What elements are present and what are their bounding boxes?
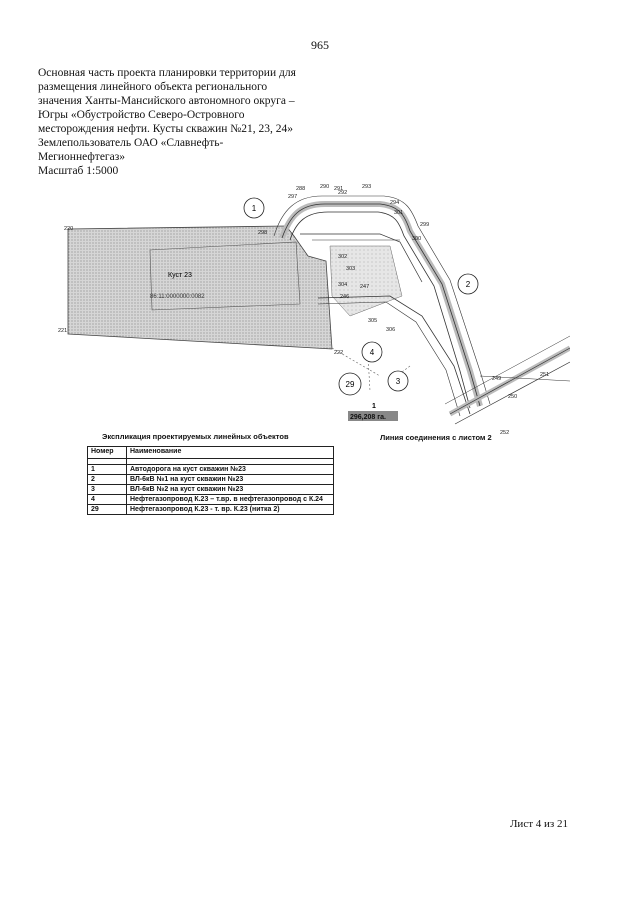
legend-row: 4 Нефтегазопровод К.23 – т.вр. в нефтега…	[87, 494, 334, 505]
point-label: 291	[334, 186, 343, 192]
area-value: 296,208 га.	[350, 414, 386, 421]
point-label: 299	[420, 222, 429, 228]
point-label: 297	[288, 194, 297, 200]
legend-name: ВЛ-6кВ №1 на куст скважин №23	[126, 474, 334, 485]
svg-text:4: 4	[370, 348, 375, 357]
sheet-link-caption: Линия соединения с листом 2	[380, 433, 492, 442]
legend-name: ВЛ-6кВ №2 на куст скважин №23	[126, 484, 334, 495]
legend-title: Экспликация проектируемых линейных объек…	[102, 432, 289, 441]
point-label: 290	[320, 184, 329, 190]
legend-number: 3	[87, 484, 127, 495]
legend-number: 29	[87, 504, 127, 515]
svg-text:29: 29	[346, 380, 355, 389]
point-label: 292	[338, 190, 347, 196]
legend-row: 1 Автодорога на куст скважин №23	[87, 464, 334, 475]
object-marker: 2	[457, 273, 479, 295]
legend-number: 2	[87, 474, 127, 485]
object-marker: 4	[361, 341, 383, 363]
legend-name: Автодорога на куст скважин №23	[126, 464, 334, 475]
header-line: Югры «Обустройство Северо-Островного	[38, 109, 245, 121]
point-label: 301	[394, 210, 403, 216]
point-label: 298	[258, 230, 267, 236]
site-label: Куст 23	[168, 272, 192, 279]
well-pad-area	[67, 225, 333, 350]
header-line: Основная часть проекта планировки террит…	[38, 67, 296, 79]
point-label: 306	[386, 327, 395, 333]
point-label: 305	[368, 318, 377, 324]
point-labels: 288 290 291 292 293 294 297 298 299 300 …	[58, 184, 549, 436]
point-label: 222	[334, 350, 343, 356]
point-label: 247	[360, 284, 369, 290]
point-label: 246	[340, 294, 349, 300]
point-label: 293	[362, 184, 371, 190]
column-header: Номер	[87, 446, 127, 459]
point-label: 304	[338, 282, 347, 288]
point-label: 302	[338, 254, 347, 260]
point-label: 249	[492, 376, 501, 382]
legend-header-row: Номер Наименование	[87, 446, 334, 459]
legend-table: Номер Наименование 1 Автодорога на куст …	[87, 446, 334, 515]
legend-name: Нефтегазопровод К.23 - т. вр. К.23 (нитк…	[126, 504, 334, 515]
legend-number: 4	[87, 494, 127, 505]
document-header: Основная часть проекта планировки террит…	[38, 66, 338, 178]
header-line: размещения линейного объекта регионально…	[38, 81, 268, 93]
page-number: 965	[311, 38, 329, 52]
point-label: 288	[296, 186, 305, 192]
cadastral-label: 86:11:0000000:0082	[150, 294, 205, 300]
point-label: 252	[500, 430, 509, 436]
header-line: месторождения нефти. Кусты скважин №21, …	[38, 123, 293, 135]
object-marker: 3	[387, 370, 409, 392]
site-plan-drawing: 1 2 3 4 29 Куст 23 86:11:0000000:0082 1 …	[58, 184, 570, 436]
point-label: 220	[64, 226, 73, 232]
point-label: 303	[346, 266, 355, 272]
point-label: 251	[540, 372, 549, 378]
legend-row: 2 ВЛ-6кВ №1 на куст скважин №23	[87, 474, 334, 485]
svg-text:3: 3	[396, 377, 401, 386]
legend-row: 29 Нефтегазопровод К.23 - т. вр. К.23 (н…	[87, 504, 334, 515]
scale-line: Масштаб 1:5000	[38, 165, 119, 177]
legend-row: 3 ВЛ-6кВ №2 на куст скважин №23	[87, 484, 334, 495]
column-header: Наименование	[126, 446, 334, 459]
object-marker: 1	[243, 197, 265, 219]
header-line: Мегионнефтегаз»	[38, 151, 126, 163]
pipeline-corridor	[317, 295, 570, 425]
object-marker: 29	[338, 372, 362, 396]
point-label: 250	[508, 394, 517, 400]
point-label: 221	[58, 328, 67, 334]
svg-text:2: 2	[466, 280, 471, 289]
svg-text:1: 1	[252, 204, 257, 213]
point-label: 294	[390, 200, 399, 206]
road-corridor	[273, 195, 491, 409]
header-line: значения Ханты-Мансийского автономного о…	[38, 95, 295, 107]
area-number: 1	[372, 403, 376, 410]
legend-number: 1	[87, 464, 127, 475]
adjacent-area	[329, 245, 403, 317]
point-label: 300	[412, 236, 421, 242]
header-line: Землепользователь ОАО «Славнефть-	[38, 137, 224, 149]
cadastral-parcel	[149, 241, 301, 311]
sheet-counter: Лист 4 из 21	[509, 818, 568, 830]
legend-name: Нефтегазопровод К.23 – т.вр. в нефтегазо…	[126, 494, 334, 505]
